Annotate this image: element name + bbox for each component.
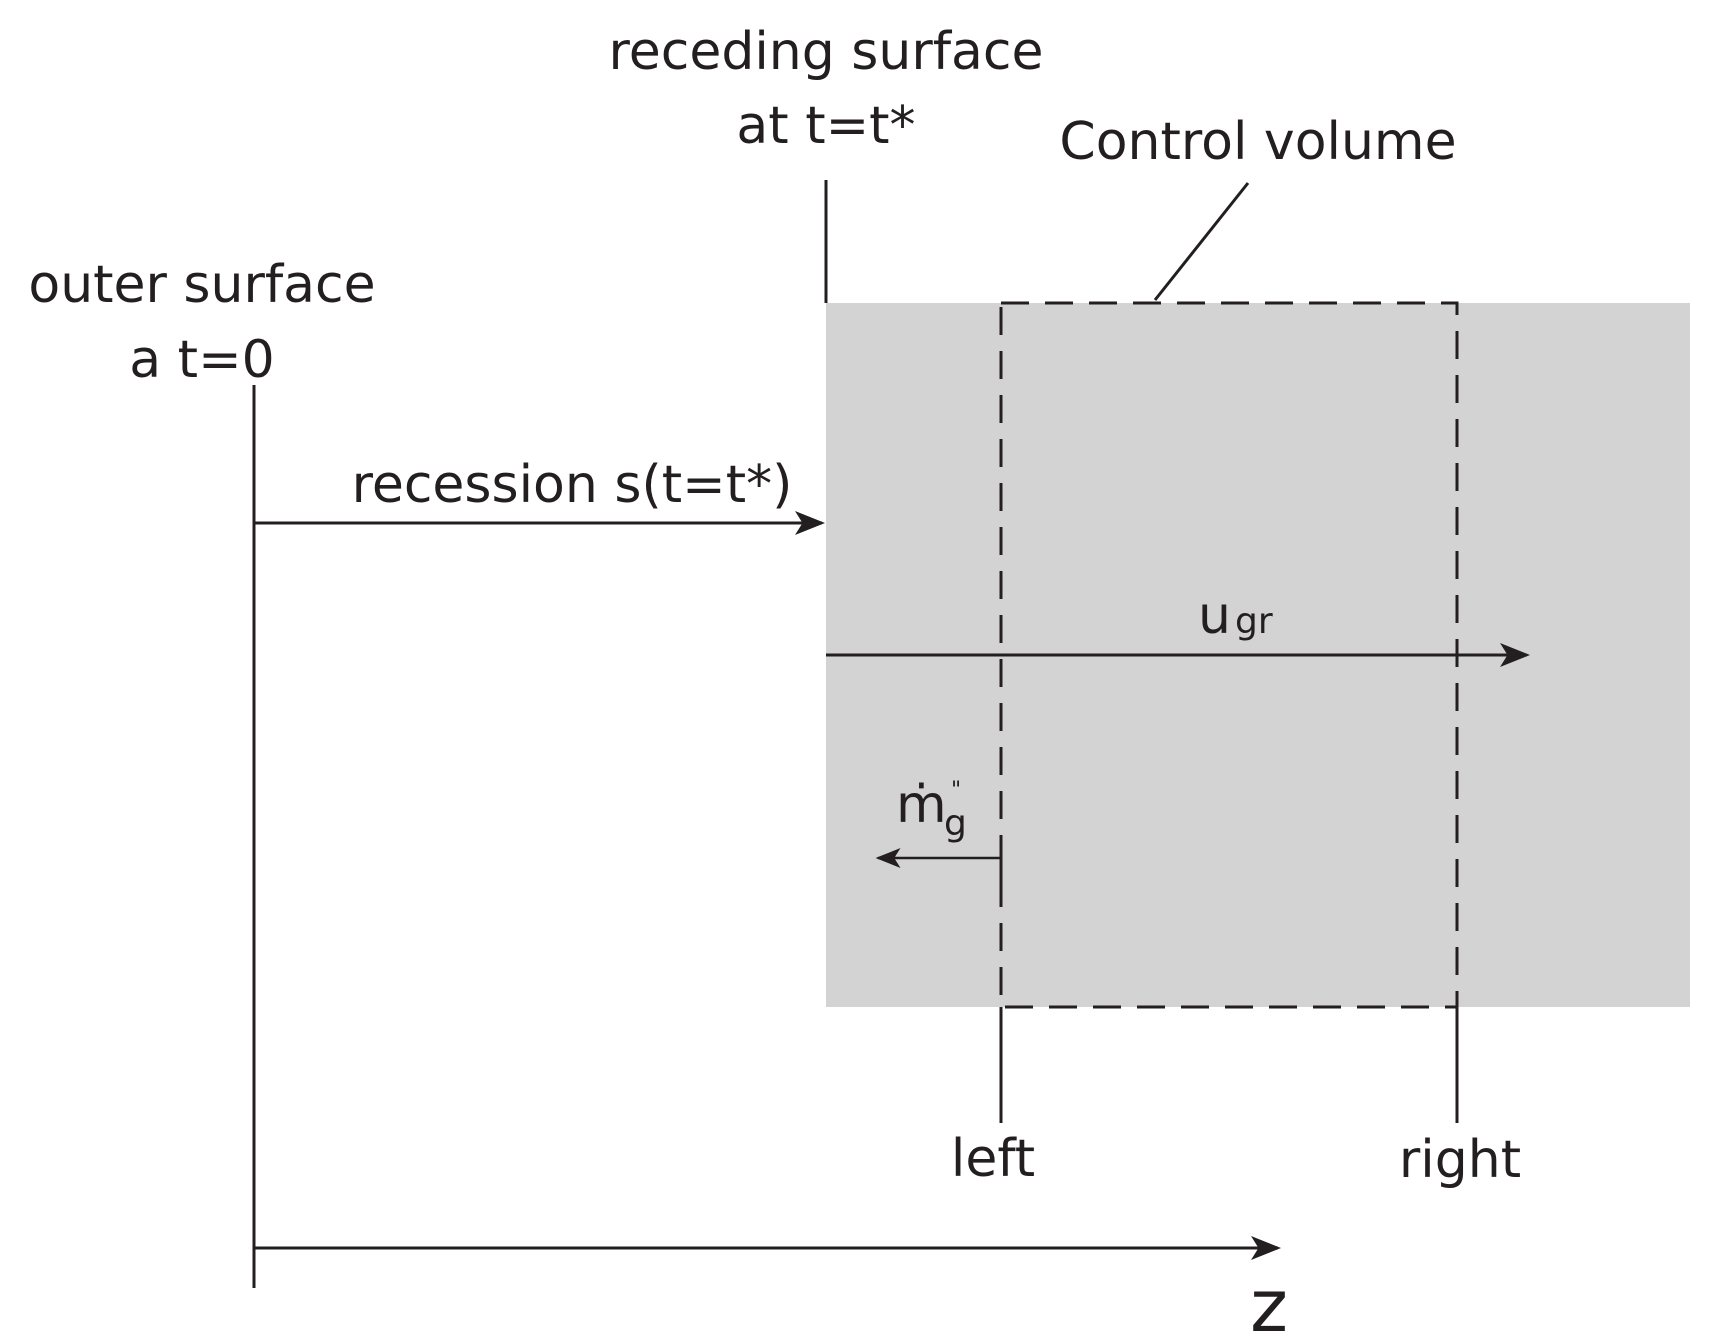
outer-surface-label-line1: outer surface	[28, 255, 375, 315]
velocity-symbol: u	[1198, 586, 1231, 646]
mass-flux-superscript: "	[951, 778, 961, 803]
left-label: left	[951, 1129, 1035, 1189]
control-volume-leader-line	[1153, 182, 1250, 301]
mass-flux-subscript: g	[944, 803, 967, 844]
recession-label: recession s(t=t*)	[352, 455, 793, 515]
receding-surface-label-line1: receding surface	[609, 22, 1044, 82]
z-axis-label: z	[1250, 1264, 1288, 1343]
receding-surface-label-line2: at t=t*	[736, 96, 915, 156]
mass-flux-symbol: ṁ	[896, 775, 947, 835]
right-label: right	[1399, 1130, 1521, 1190]
control-volume-label: Control volume	[1059, 112, 1456, 172]
velocity-subscript: gr	[1235, 601, 1273, 642]
outer-surface-label-line2: a t=0	[129, 330, 274, 390]
